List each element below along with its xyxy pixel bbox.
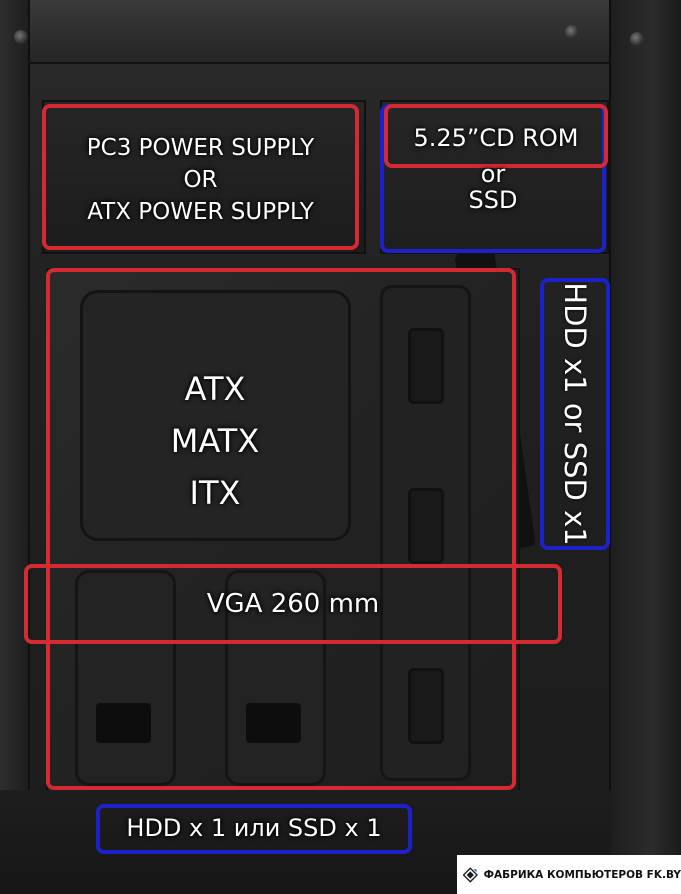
lower-tray-panel (75, 570, 176, 786)
tray-cutout-panel (80, 290, 351, 541)
case-left-frame (0, 0, 30, 894)
board-format-matx: MATX (170, 422, 260, 460)
expansion-slot-column (380, 285, 471, 781)
hdd-side-label: HDD x1 or SSD x1 (558, 282, 592, 546)
psu-label-line-2: OR (183, 167, 218, 193)
psu-label-line-3: ATX POWER SUPPLY (87, 199, 314, 225)
fk-diamond-logo-icon (463, 866, 478, 883)
psu-label: PC3 POWER SUPPLY OR ATX POWER SUPPLY (42, 132, 359, 228)
hdd-bottom-highlight-box (96, 804, 412, 854)
hdd-side-highlight-box (540, 278, 610, 550)
tray-cutout (96, 703, 151, 743)
board-format-itx: ITX (189, 474, 241, 512)
motherboard-highlight-box (46, 268, 516, 790)
watermark-text: ФАБРИКА КОМПЬЮТЕРОВ FK.BY (483, 868, 681, 881)
board-format-label: ATX MATX ITX (115, 363, 315, 519)
cdrom-highlight-box (384, 104, 608, 168)
slot-hole (408, 328, 444, 404)
screw-icon (630, 32, 644, 46)
psu-bay (42, 100, 366, 254)
psu-label-line-1: PC3 POWER SUPPLY (86, 135, 315, 161)
watermark-logo: ФАБРИКА КОМПЬЮТЕРОВ FK.BY (457, 855, 681, 894)
cdrom-label: 5.25”CD ROM (413, 124, 579, 152)
screw-icon (565, 25, 579, 39)
or-label: or (480, 160, 506, 188)
screw-icon (14, 30, 28, 44)
ssd-label: SSD (468, 186, 518, 214)
lower-tray-panel (225, 570, 326, 786)
board-format-atx: ATX (184, 370, 246, 408)
hdd-bottom-label: HDD x 1 или SSD x 1 (126, 814, 382, 842)
case-front-panel-frame (609, 0, 681, 894)
slot-hole (408, 488, 444, 564)
vga-label: VGA 260 mm (206, 589, 380, 619)
slot-hole (408, 668, 444, 744)
vga-highlight-box (24, 564, 562, 644)
tray-cutout (246, 703, 301, 743)
psu-highlight-box (42, 104, 359, 250)
